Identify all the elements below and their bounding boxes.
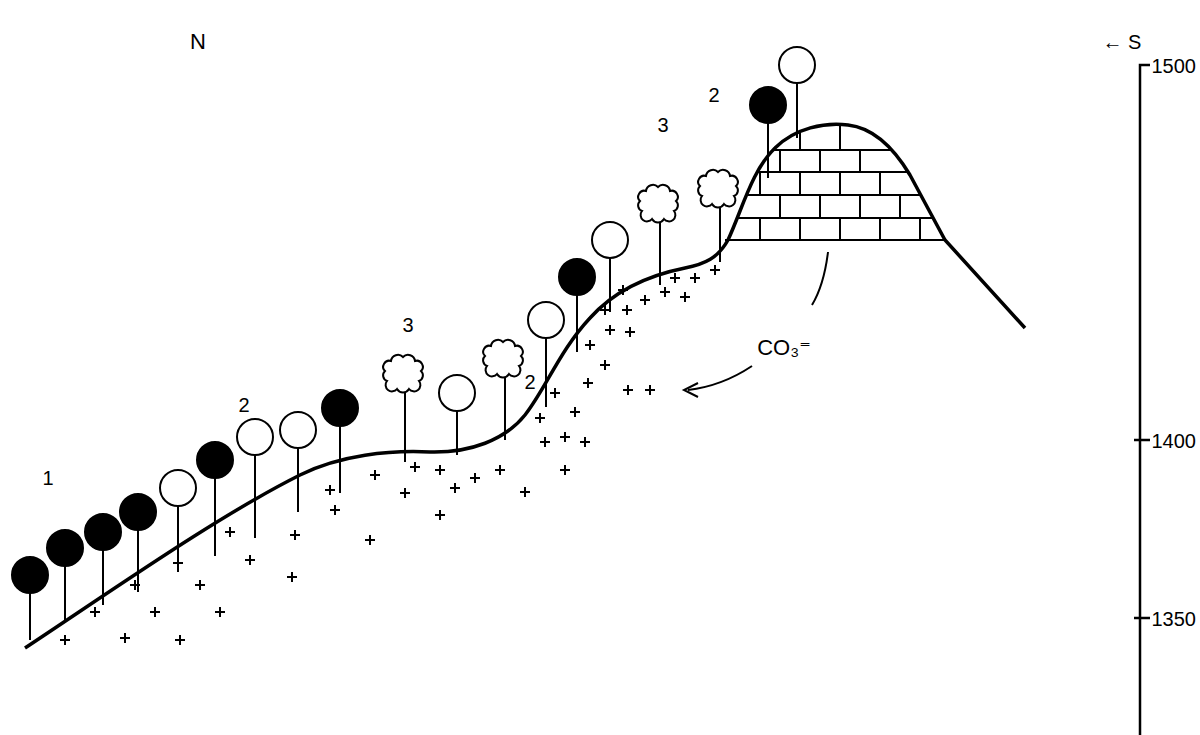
callout-number: 3 [657,115,668,135]
compass-label: N [190,31,206,53]
elevation-label: 1500 [1152,56,1197,76]
elevation-label: 1350 [1152,609,1197,629]
bedrock-crosses [60,265,720,645]
callout-number: 2 [708,85,719,105]
limestone-base-line [725,239,945,241]
compass-label: ← S [1103,32,1142,52]
elevation-label: 1400 [1152,431,1197,451]
ground-line [25,124,1025,648]
callout-number: 2 [524,372,535,392]
callout-number: 1 [42,468,53,488]
limestone-cap [700,125,960,240]
carbonate-arrow [684,252,828,397]
callout-number: 2 [238,395,249,415]
chemical-label: CO₃⁼ [757,337,811,359]
callout-number: 3 [402,315,413,335]
elevation-scale [1134,65,1150,735]
trees [12,47,815,640]
